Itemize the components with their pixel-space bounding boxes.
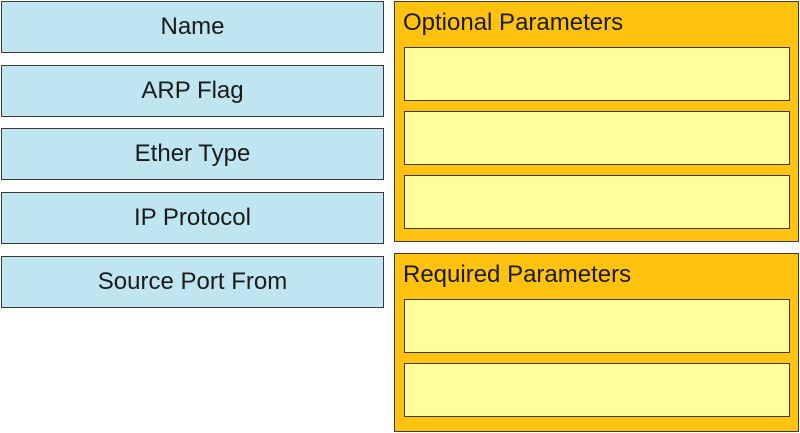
drag-item-ip-protocol[interactable]: IP Protocol — [1, 192, 384, 244]
required-drop-slot-1[interactable] — [404, 299, 790, 353]
drag-item-name[interactable]: Name — [1, 1, 384, 53]
optional-drop-slot-3[interactable] — [404, 175, 790, 229]
drag-item-source-port-from[interactable]: Source Port From — [1, 256, 384, 308]
drag-item-label: Source Port From — [97, 268, 288, 295]
drag-item-arp-flag[interactable]: ARP Flag — [1, 65, 384, 117]
drag-item-ether-type[interactable]: Ether Type — [1, 128, 384, 180]
required-drop-slot-2[interactable] — [404, 363, 790, 417]
optional-drop-slot-2[interactable] — [404, 111, 790, 165]
optional-drop-slot-1[interactable] — [404, 47, 790, 101]
optional-parameters-panel: Optional Parameters — [394, 1, 799, 242]
required-parameters-title: Required Parameters — [403, 261, 632, 288]
drag-item-label: IP Protocol — [134, 204, 251, 231]
drag-item-label: Ether Type — [134, 140, 251, 167]
optional-parameters-title: Optional Parameters — [403, 9, 624, 36]
required-parameters-panel: Required Parameters — [394, 253, 799, 432]
drag-item-label: Name — [160, 13, 225, 40]
drag-item-label: ARP Flag — [141, 77, 244, 104]
